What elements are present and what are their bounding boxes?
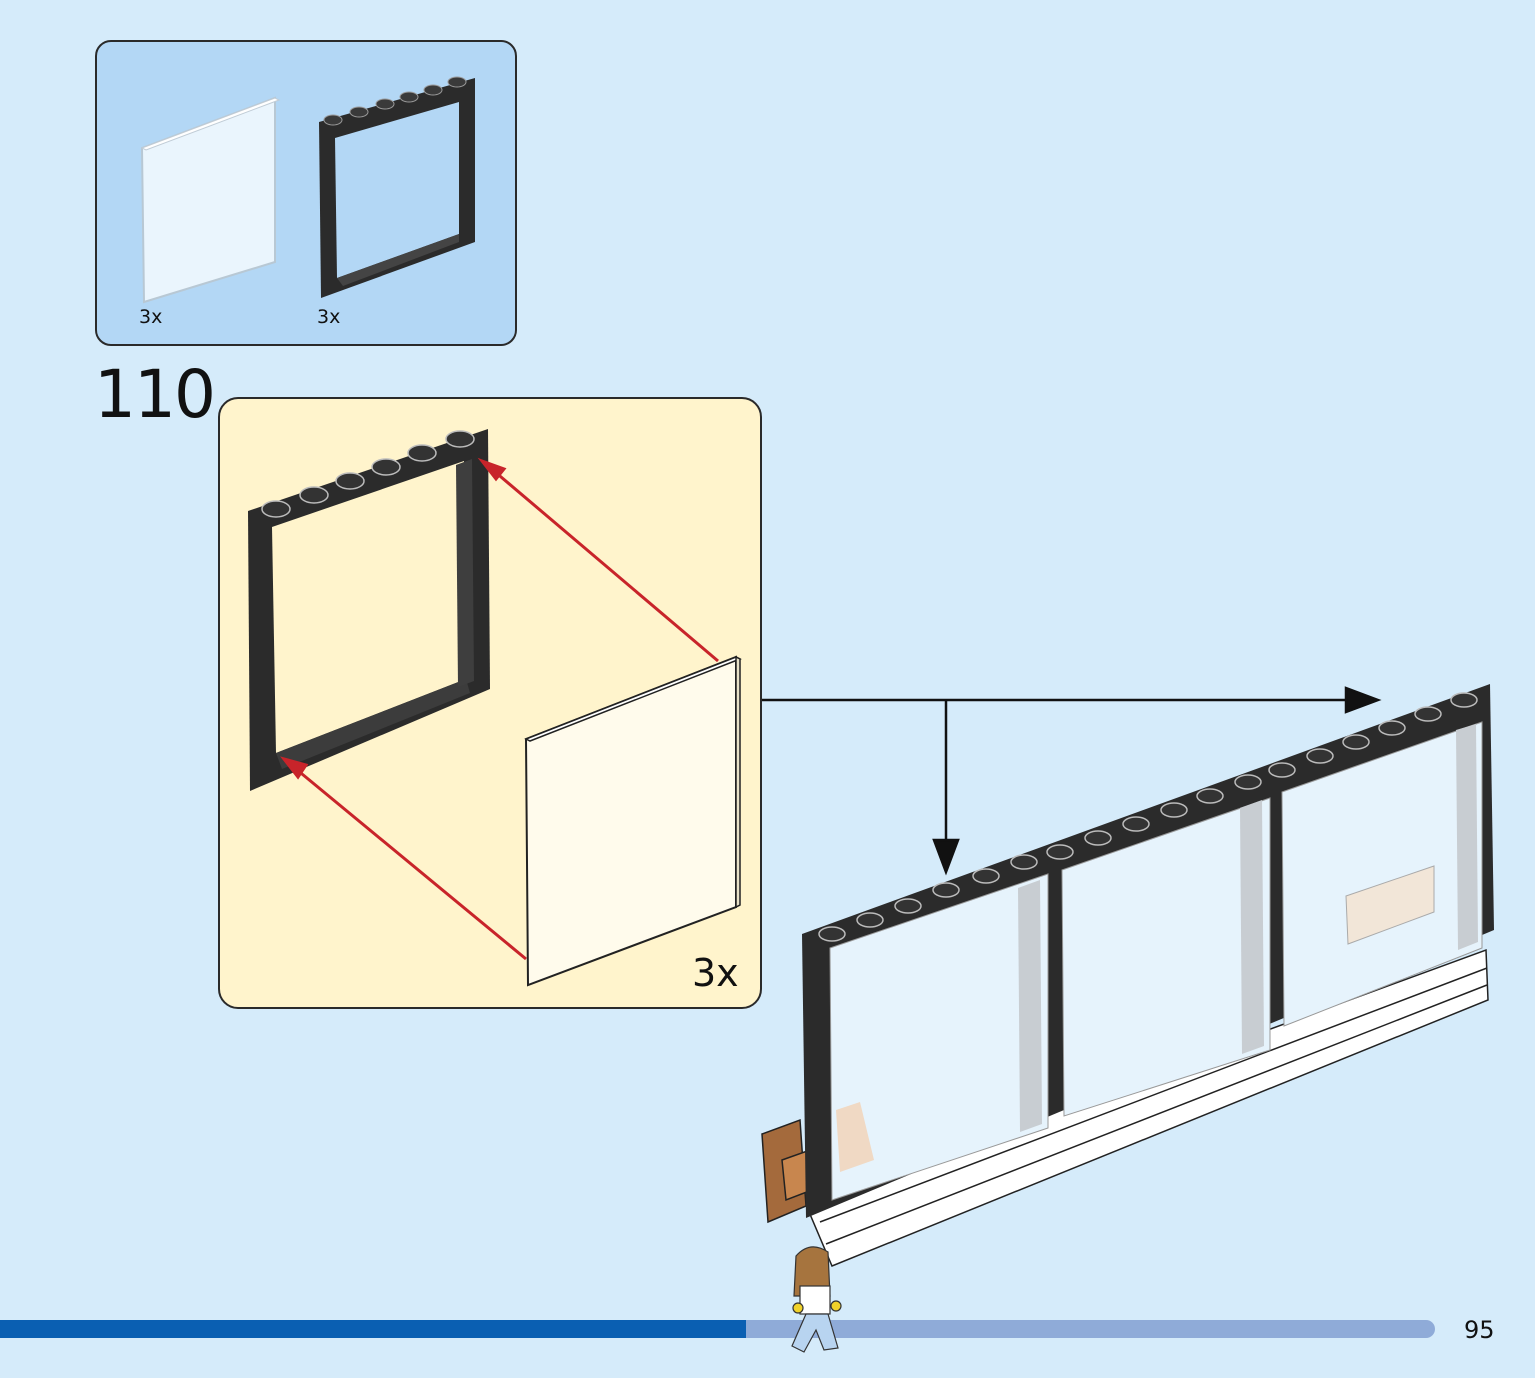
window-frame-part-icon [319,76,475,298]
step-number: 110 [94,356,216,433]
page-number: 95 [1464,1316,1495,1344]
placement-arrow-icon [762,686,1382,876]
window-frame-quantity: 3x [317,306,341,328]
parts-list-box: 3x 3x [95,40,517,346]
progress-bar [0,1318,1435,1340]
submodel-callout-box: 3x [218,397,762,1009]
progress-bar-completed [0,1320,746,1338]
parts-illustration [140,76,475,304]
assembly-arrow-icon [280,457,719,961]
minifigure-icon [791,1246,842,1353]
window-wall-icon [802,684,1494,1218]
glass-panel-icon [524,655,742,987]
glass-panel-part-icon [140,96,281,304]
submodel-illustration [248,429,742,987]
window-frame-icon [248,429,490,791]
submodel-quantity: 3x [692,951,739,995]
glass-panel-quantity: 3x [139,306,163,328]
